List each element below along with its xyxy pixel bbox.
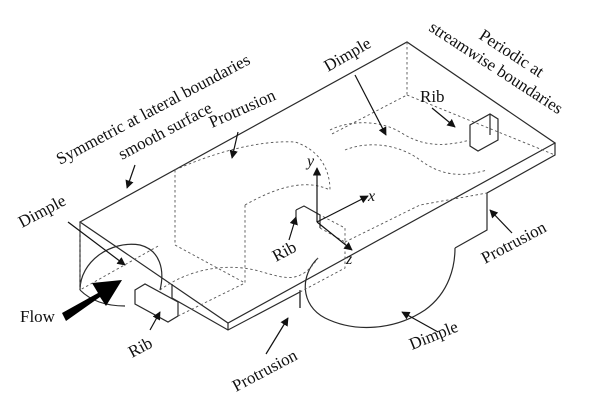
hidden-lines [79, 42, 556, 317]
label-dimple-left: Dimple [15, 191, 69, 232]
leader-protrusion-top [229, 131, 239, 159]
bottom-dimple-edge [304, 247, 456, 328]
dashed-dimple-top [329, 122, 471, 145]
label-dimple-bottom: Dimple [406, 317, 460, 354]
flow-arrow-shape [62, 280, 122, 321]
label-rib-bottom: Rib [125, 333, 156, 361]
leader-rib-mid [288, 216, 298, 241]
axis-x-label: x [367, 188, 375, 205]
channel-outline [78, 41, 557, 331]
dashed-protrusion-curve [174, 141, 331, 191]
flow-arrow [62, 280, 122, 321]
label-flow: Flow [20, 307, 56, 326]
dashed-dimple-top-2 [344, 144, 488, 175]
x-axis-line [316, 195, 369, 223]
leader-protrusion-right [489, 209, 513, 234]
dashed-floor [177, 242, 346, 317]
leader-lines [67, 74, 513, 355]
dashed-left-face [79, 222, 161, 291]
label-dimple-top: Dimple [321, 34, 375, 76]
coordinate-axes: y x z [305, 153, 375, 268]
dashed-mid-rib [319, 214, 346, 243]
leader-rib-top [431, 107, 456, 128]
label-rib-mid: Rib [269, 237, 300, 265]
right-rib-edge [469, 113, 499, 152]
dashed-protrusion-arc [244, 184, 331, 206]
axis-z-label: z [345, 251, 353, 268]
label-protrusion-top: Protrusion [206, 85, 279, 131]
leader-protrusion-bottom [265, 317, 289, 355]
dashed-back-wall [329, 42, 556, 156]
leader-dimple-bottom [401, 311, 439, 333]
label-protrusion-bottom: Protrusion [229, 345, 301, 395]
leader-smooth [125, 164, 136, 189]
label-rib-top: Rib [420, 87, 445, 106]
dashed-right-floor [344, 192, 488, 243]
leader-rib-bottom [149, 311, 161, 331]
leader-dimple-left [67, 221, 126, 266]
z-axis-line [316, 221, 353, 251]
labels: Symmetric at lateral boundaries smooth s… [15, 17, 566, 395]
label-protrusion-right: Protrusion [478, 217, 550, 267]
front-bottom-edge [79, 289, 126, 307]
left-dimple-edge [79, 243, 163, 291]
left-protrusion-edge [171, 284, 301, 331]
dashed-protrusion-top [174, 170, 246, 284]
axis-y-label: y [305, 153, 315, 170]
leader-dimple-top [354, 74, 387, 136]
dashed-bottom-arc [159, 257, 319, 291]
